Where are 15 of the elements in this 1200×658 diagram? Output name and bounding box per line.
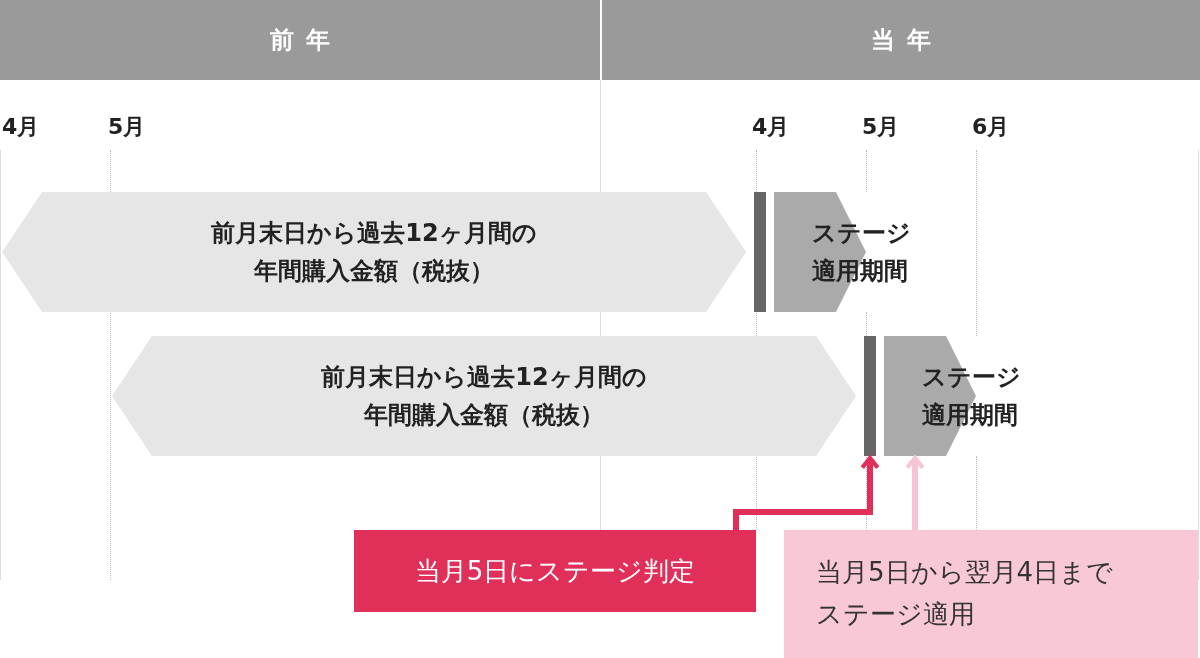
month-label: 5月: [862, 113, 900, 141]
arrow: [905, 455, 925, 530]
marker-bar: [864, 336, 876, 456]
marker-bar: [754, 192, 766, 312]
note-box: 当月5日から翌月4日までステージ適用: [784, 530, 1198, 658]
month-label: 6月: [972, 113, 1010, 141]
note-box: 当月5日にステージ判定: [354, 530, 756, 612]
month-label: 5月: [108, 113, 146, 141]
header-band: 当年: [602, 0, 1200, 80]
arrow: [733, 455, 880, 530]
double-arrow-band: 前月末日から過去12ヶ月間の年間購入金額（税抜）: [2, 192, 746, 312]
month-label: 4月: [2, 113, 40, 141]
month-label: 4月: [752, 113, 790, 141]
double-arrow-band: 前月末日から過去12ヶ月間の年間購入金額（税抜）: [112, 336, 856, 456]
header-band: 前年: [0, 0, 600, 80]
